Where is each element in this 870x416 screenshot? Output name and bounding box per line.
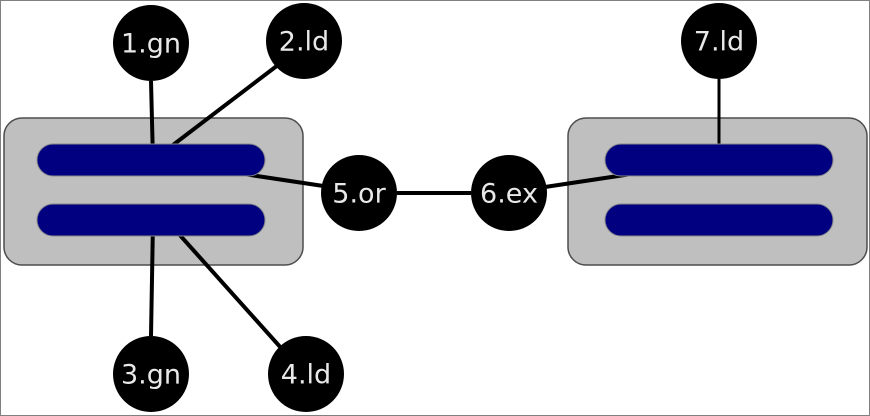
node-circle-n1[interactable] (113, 5, 189, 81)
node-label-n6: 6.ex (480, 179, 538, 210)
node-circle-n4[interactable] (268, 336, 344, 412)
bar-g-left-bar-top[interactable] (36, 143, 266, 177)
node-circle-n7[interactable] (681, 3, 757, 79)
node-5.or[interactable]: 5.or (321, 155, 397, 231)
node-6.ex[interactable]: 6.ex (471, 155, 547, 231)
nodes-layer: 1.gn 2.ld 3.gn 4.ld 5.or 6.ex 7.ld (113, 3, 757, 412)
node-label-n7: 7.ld (694, 27, 744, 58)
node-4.ld[interactable]: 4.ld (268, 336, 344, 412)
node-circle-n6[interactable] (471, 155, 547, 231)
bar-g-left-bar-bottom[interactable] (36, 203, 266, 237)
bar-g-right-bar-bottom[interactable] (604, 203, 834, 237)
node-1.gn[interactable]: 1.gn (113, 5, 189, 81)
node-label-n3: 3.gn (121, 360, 181, 391)
node-3.gn[interactable]: 3.gn (113, 336, 189, 412)
node-circle-n5[interactable] (321, 155, 397, 231)
node-2.ld[interactable]: 2.ld (266, 3, 342, 79)
edge-e-n4-left-bottom (167, 221, 284, 351)
node-circle-n3[interactable] (113, 336, 189, 412)
node-label-n2: 2.ld (279, 27, 329, 58)
node-label-n1: 1.gn (121, 29, 181, 60)
node-circle-n2[interactable] (266, 3, 342, 79)
node-label-n5: 5.or (332, 179, 386, 210)
node-7.ld[interactable]: 7.ld (681, 3, 757, 79)
bar-g-right-bar-top[interactable] (604, 143, 834, 177)
bars-layer (36, 143, 834, 237)
node-label-n4: 4.ld (281, 360, 331, 391)
edge-e-n3-left-bottom (149, 220, 155, 337)
edge-e-n2-left-top (167, 63, 280, 150)
